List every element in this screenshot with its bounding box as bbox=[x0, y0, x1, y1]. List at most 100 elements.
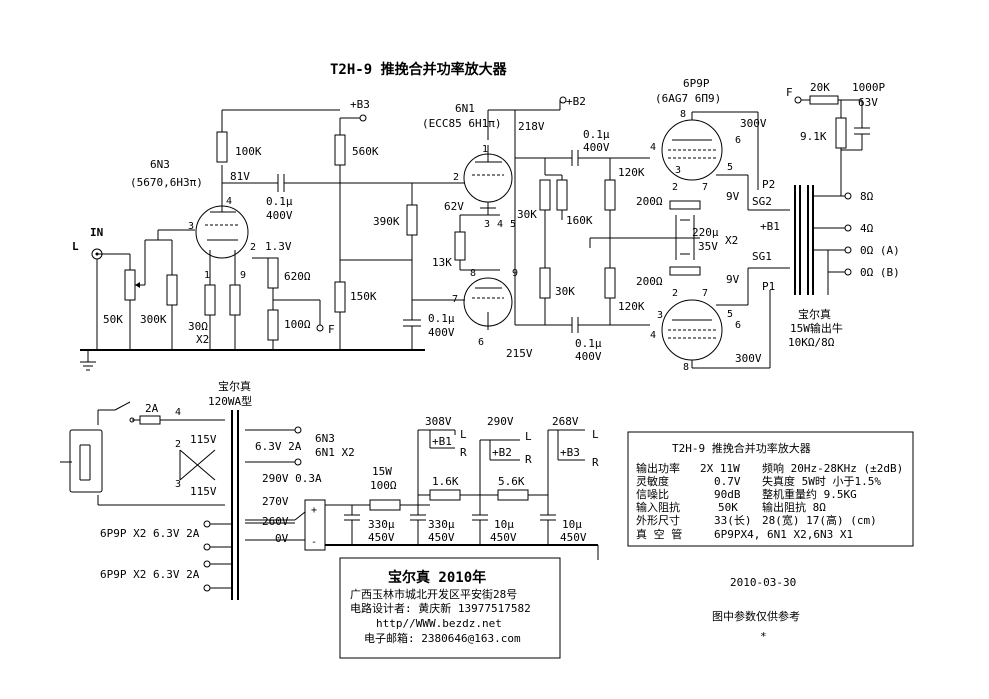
svg-text:270V: 270V bbox=[262, 495, 289, 508]
resistor-100k bbox=[216, 131, 228, 163]
svg-text:(5670,6H3π): (5670,6H3π) bbox=[130, 176, 203, 189]
volume-pot bbox=[124, 269, 136, 301]
svg-text:260V: 260V bbox=[262, 515, 289, 528]
svg-text:400V: 400V bbox=[575, 350, 602, 363]
svg-text:35V: 35V bbox=[698, 240, 718, 253]
svg-text:+: + bbox=[311, 505, 317, 516]
svg-text:宝尔真: 宝尔真 bbox=[798, 307, 831, 321]
svg-text:30K: 30K bbox=[517, 208, 537, 221]
output-transformer: 8Ω 4Ω 0Ω (A) 0Ω (B) 宝尔真 15W输出牛 10KΩ/8Ω F… bbox=[786, 81, 900, 349]
svg-text:100Ω: 100Ω bbox=[284, 318, 311, 331]
svg-text:6P9P X2 6.3V 2A: 6P9P X2 6.3V 2A bbox=[100, 527, 200, 540]
svg-text:2: 2 bbox=[672, 288, 678, 299]
svg-text:L: L bbox=[592, 428, 599, 441]
schematic-title: T2H-9 推挽合并功率放大器 bbox=[330, 61, 508, 78]
svg-text:6: 6 bbox=[735, 135, 741, 146]
svg-text:3: 3 bbox=[175, 479, 181, 490]
svg-text:290V: 290V bbox=[487, 415, 514, 428]
svg-text:308V: 308V bbox=[425, 415, 452, 428]
resistor-300k bbox=[166, 274, 178, 306]
svg-text:P1: P1 bbox=[762, 280, 775, 293]
svg-text:电子邮箱: 2380646@163.com: 电子邮箱: 2380646@163.com bbox=[364, 631, 521, 645]
svg-text:81V: 81V bbox=[230, 170, 250, 183]
svg-text:2: 2 bbox=[250, 242, 256, 253]
svg-text:15W输出牛: 15W输出牛 bbox=[790, 321, 843, 335]
svg-text:200Ω: 200Ω bbox=[636, 275, 663, 288]
svg-text:400V: 400V bbox=[583, 141, 610, 154]
channel-label: L bbox=[72, 240, 79, 253]
svg-text:信噪比: 信噪比 bbox=[636, 488, 669, 501]
svg-text:400V: 400V bbox=[266, 209, 293, 222]
svg-text:9: 9 bbox=[240, 270, 246, 281]
svg-text:2: 2 bbox=[453, 172, 459, 183]
svg-text:7: 7 bbox=[452, 294, 458, 305]
svg-text:失真度 5W时 小于1.5%: 失真度 5W时 小于1.5% bbox=[762, 474, 881, 488]
svg-text:T2H-9 推挽合并功率放大器: T2H-9 推挽合并功率放大器 bbox=[672, 441, 811, 455]
bridge-rectifier bbox=[304, 499, 326, 551]
ac-plug-icon bbox=[69, 429, 103, 493]
svg-text:L: L bbox=[525, 430, 532, 443]
svg-text:2: 2 bbox=[175, 439, 181, 450]
svg-text:20K: 20K bbox=[810, 81, 830, 94]
svg-text:6: 6 bbox=[735, 320, 741, 331]
svg-text:560K: 560K bbox=[352, 145, 379, 158]
svg-text:9V: 9V bbox=[726, 273, 740, 286]
svg-text:450V: 450V bbox=[428, 531, 455, 544]
svg-text:6N3: 6N3 bbox=[315, 432, 335, 445]
svg-text:150K: 150K bbox=[350, 290, 377, 303]
svg-text:4: 4 bbox=[175, 407, 181, 418]
svg-text:4: 4 bbox=[650, 330, 656, 341]
svg-text:F: F bbox=[328, 323, 335, 336]
svg-text:215V: 215V bbox=[506, 347, 533, 360]
svg-text:3: 3 bbox=[657, 310, 663, 321]
svg-text:120WA型: 120WA型 bbox=[208, 394, 252, 408]
svg-text:宝尔真: 宝尔真 bbox=[218, 379, 251, 393]
svg-text:115V: 115V bbox=[190, 433, 217, 446]
svg-text:50K: 50K bbox=[718, 501, 738, 514]
svg-text:218V: 218V bbox=[518, 120, 545, 133]
svg-text:5.6K: 5.6K bbox=[498, 475, 525, 488]
svg-text:+B2: +B2 bbox=[566, 95, 586, 108]
svg-text:9.1K: 9.1K bbox=[800, 130, 827, 143]
svg-text:6N1: 6N1 bbox=[455, 102, 475, 115]
svg-text:7: 7 bbox=[702, 182, 708, 193]
svg-text:0Ω (B): 0Ω (B) bbox=[860, 266, 900, 279]
svg-text:100K: 100K bbox=[235, 145, 262, 158]
svg-text:10μ: 10μ bbox=[562, 518, 582, 531]
svg-text:L: L bbox=[460, 428, 467, 441]
svg-text:400V: 400V bbox=[428, 326, 455, 339]
svg-text:4: 4 bbox=[497, 219, 503, 230]
svg-text:0V: 0V bbox=[275, 532, 289, 545]
svg-text:10KΩ/8Ω: 10KΩ/8Ω bbox=[788, 336, 835, 349]
svg-text:2: 2 bbox=[672, 182, 678, 193]
output-stage: 6P9P (6AG7 6Π9) 8 4 6 5 2 7 3 4 6 5 2 7 … bbox=[589, 77, 790, 373]
svg-text:1.6K: 1.6K bbox=[432, 475, 459, 488]
svg-text:灵敏度: 灵敏度 bbox=[636, 474, 669, 488]
svg-text:10μ: 10μ bbox=[494, 518, 514, 531]
svg-text:9V: 9V bbox=[726, 190, 740, 203]
svg-text:100Ω: 100Ω bbox=[370, 479, 397, 492]
svg-text:30Ω: 30Ω bbox=[188, 320, 208, 333]
svg-text:5: 5 bbox=[727, 309, 733, 320]
svg-text:220μ: 220μ bbox=[692, 226, 719, 239]
svg-text:28(宽) 17(高) (cm): 28(宽) 17(高) (cm) bbox=[762, 513, 877, 527]
spec-table: T2H-9 推挽合并功率放大器 输出功率 2X 11W 频响 20Hz-28KH… bbox=[627, 431, 914, 547]
svg-text:115V: 115V bbox=[190, 485, 217, 498]
svg-text:+B1: +B1 bbox=[432, 435, 452, 448]
pot-50k-label: 50K bbox=[103, 313, 123, 326]
svg-text:3: 3 bbox=[484, 219, 490, 230]
svg-text:5: 5 bbox=[727, 162, 733, 173]
svg-text:62V: 62V bbox=[444, 200, 464, 213]
svg-text:电路设计者: 黄庆新 13977517582: 电路设计者: 黄庆新 13977517582 bbox=[350, 601, 531, 615]
svg-text:6.3V 2A: 6.3V 2A bbox=[255, 440, 302, 453]
svg-text:390K: 390K bbox=[373, 215, 400, 228]
svg-text:290V 0.3A: 290V 0.3A bbox=[262, 472, 322, 485]
svg-text:整机重量约 9.5KG: 整机重量约 9.5KG bbox=[762, 487, 857, 501]
svg-text:620Ω: 620Ω bbox=[284, 270, 311, 283]
input-label: IN bbox=[90, 226, 103, 239]
svg-text:+B3: +B3 bbox=[350, 98, 370, 111]
svg-text:+B3: +B3 bbox=[560, 446, 580, 459]
svg-text:0.1μ: 0.1μ bbox=[266, 195, 293, 208]
svg-text:120K: 120K bbox=[618, 166, 645, 179]
